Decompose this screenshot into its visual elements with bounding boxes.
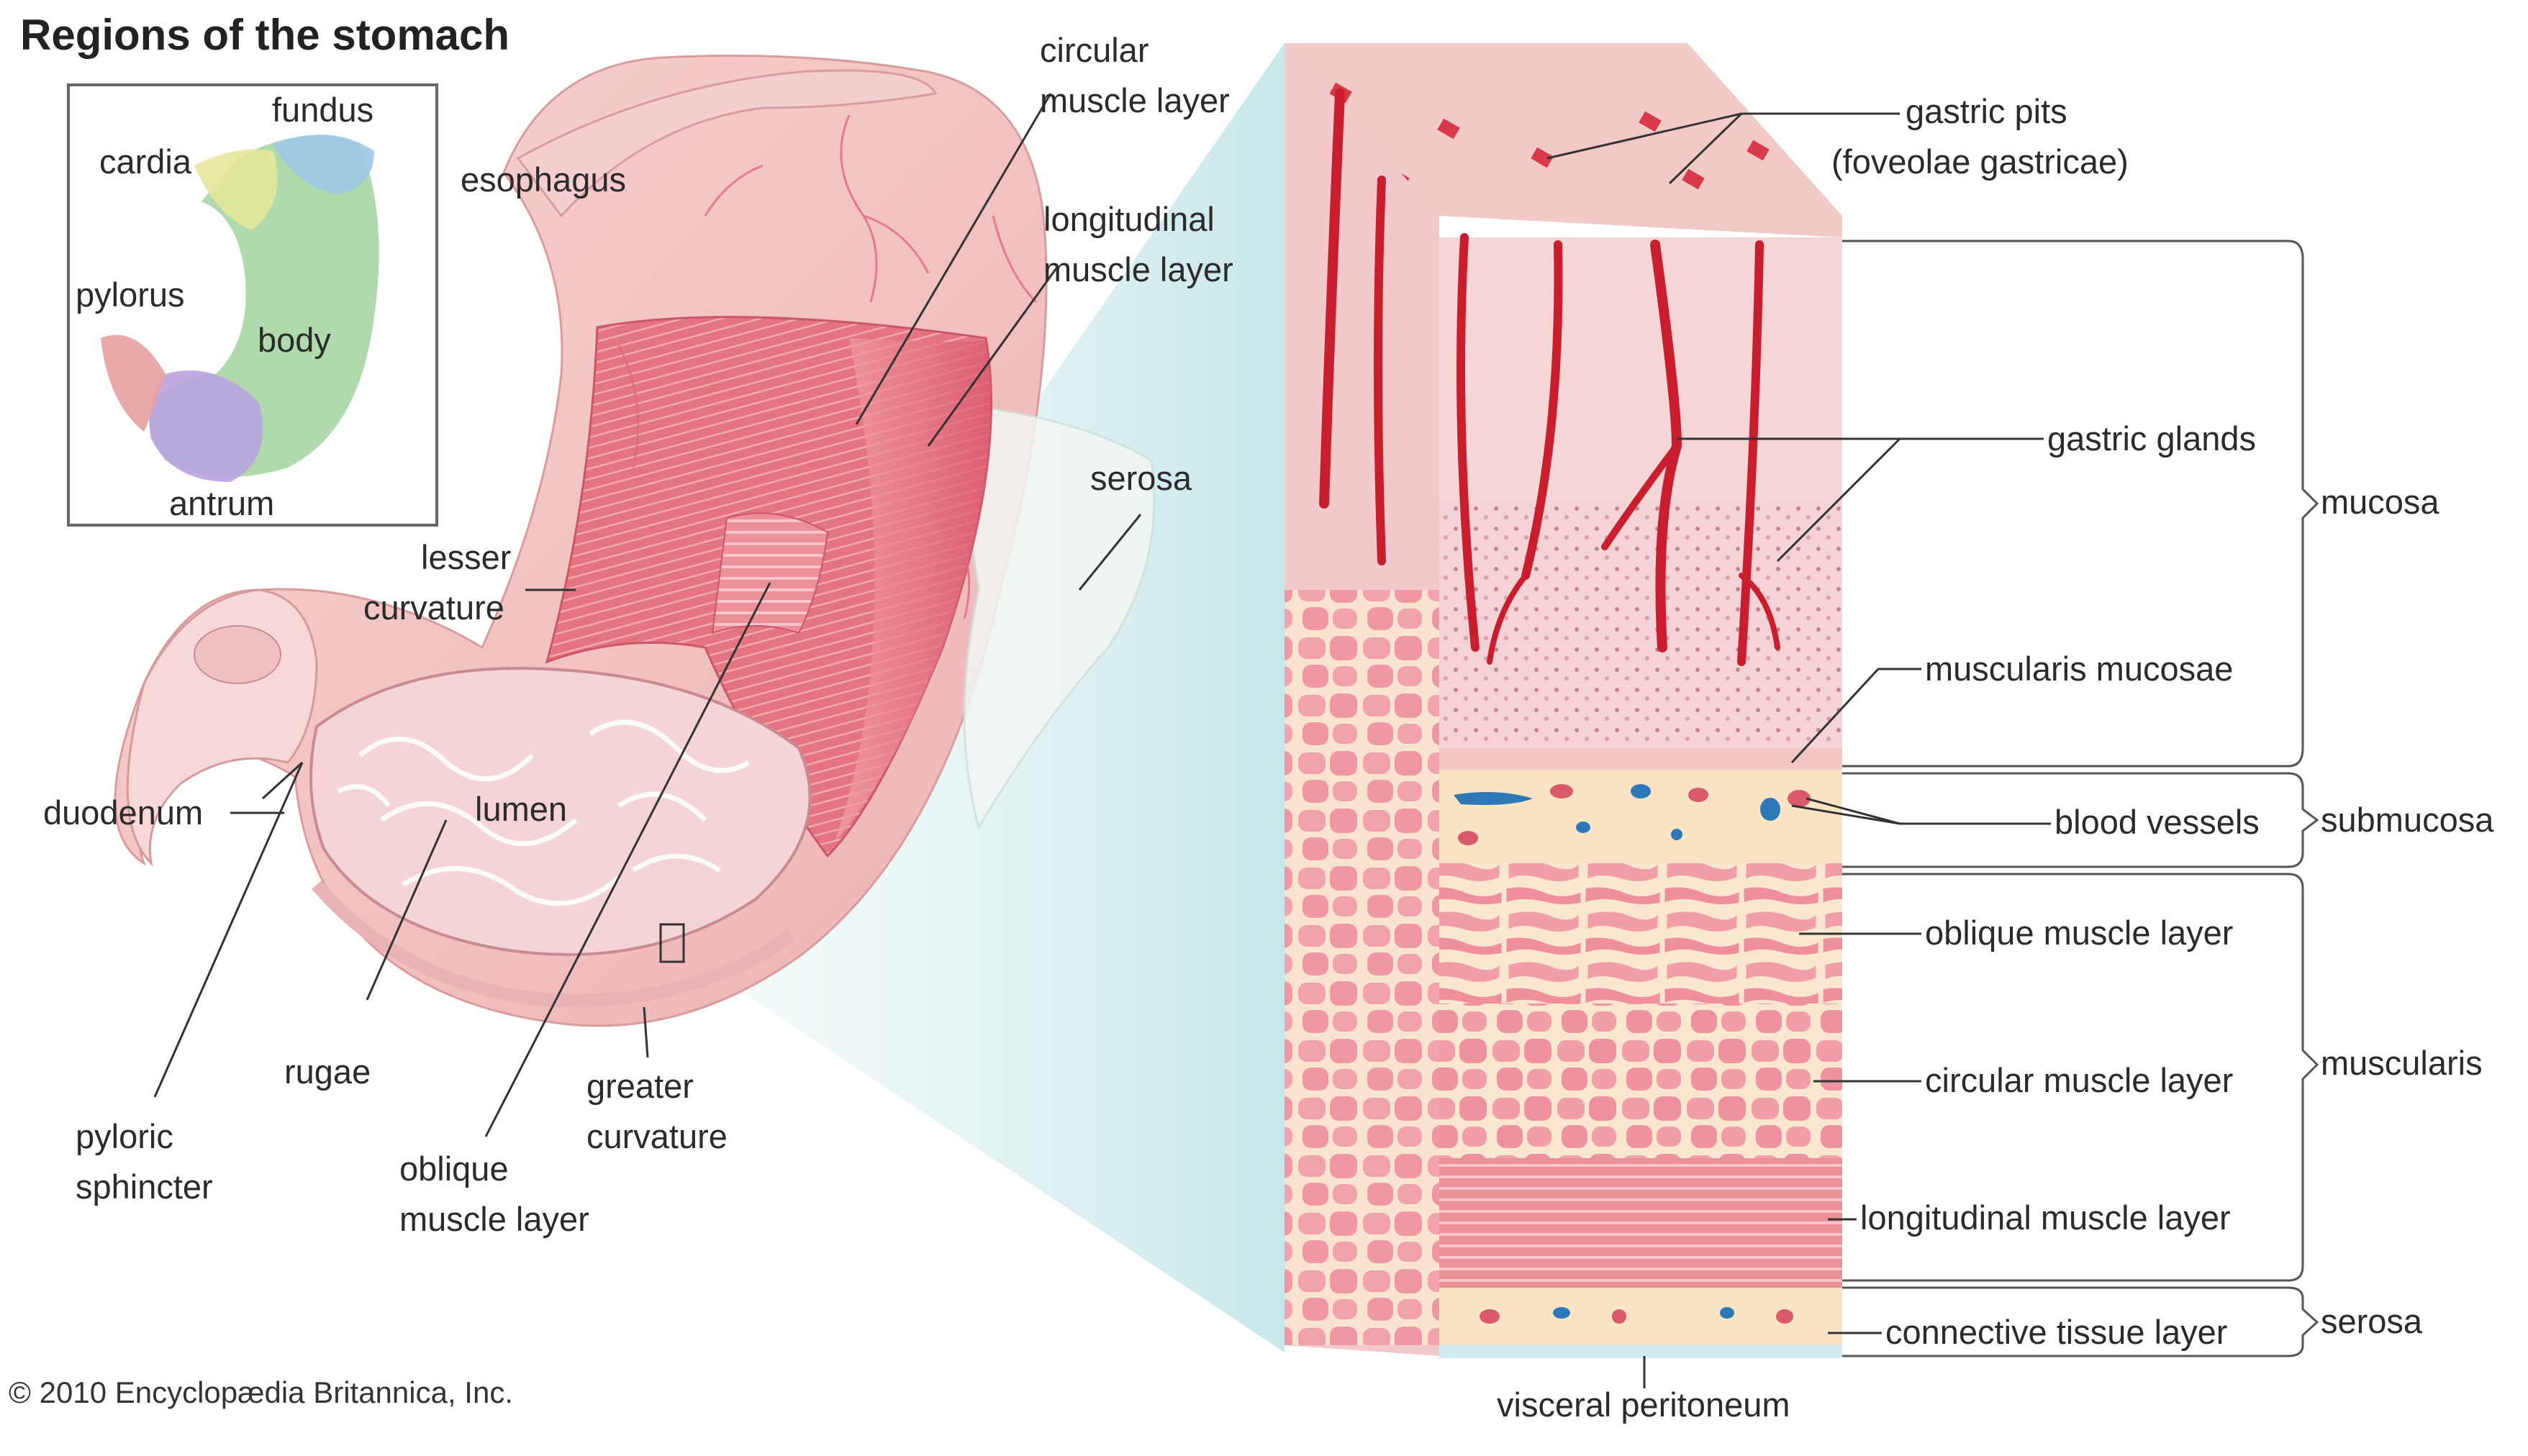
label-longitudinal-muscle-1: longitudinal (1043, 200, 1215, 238)
group-label-muscularis: muscularis (2321, 1044, 2483, 1082)
copyright-notice: © 2010 Encyclopædia Britannica, Inc. (9, 1375, 513, 1409)
group-label-submucosa: submucosa (2321, 801, 2494, 839)
label-muscularis-mucosae: muscularis mucosae (1925, 650, 2234, 688)
label-pyloric-sphincter-2: sphincter (76, 1168, 213, 1206)
surface-vessels (617, 114, 1038, 619)
leader-lines (153, 93, 2051, 1388)
diagram-title: Regions of the stomach (20, 11, 510, 59)
label-lesser-curvature-2: curvature (363, 588, 504, 627)
esophagus-tube (516, 69, 938, 218)
label-pyloric-sphincter-1: pyloric (76, 1117, 173, 1155)
gland-bases (1439, 504, 1842, 770)
connective-tissue-face (1439, 1288, 1842, 1345)
label-longitudinal-muscle-layer: longitudinal muscle layer (1860, 1198, 2231, 1237)
brackets (1842, 240, 2319, 1357)
circular-muscle-face (1439, 1004, 1842, 1158)
label-duodenum: duodenum (43, 793, 204, 832)
block-top (1285, 43, 1842, 237)
serosa-flap (948, 401, 1156, 830)
label-greater-curvature-1: greater (586, 1067, 694, 1105)
oblique-patch (711, 512, 829, 634)
label-visceral-peritoneum: visceral peritoneum (1497, 1386, 1790, 1424)
lumen-opening (309, 667, 812, 956)
vessels-red (1458, 784, 1811, 845)
greater-curvature-rim (312, 881, 796, 1007)
label-circular-muscle-2: muscle layer (1040, 81, 1230, 119)
label-esophagus: esophagus (461, 160, 626, 199)
label-serosa-stomach: serosa (1090, 459, 1192, 497)
label-oblique-muscle-1: oblique (399, 1150, 509, 1188)
inset-stomach (101, 135, 379, 482)
label-circular-muscle-layer: circular muscle layer (1925, 1061, 2234, 1099)
label-oblique-muscle-2: muscle layer (399, 1200, 589, 1238)
vessels-blue (1454, 784, 1780, 840)
pylorus-opening (194, 625, 281, 684)
group-label-mucosa: mucosa (2321, 483, 2439, 521)
inset-label-cardia: cardia (99, 142, 192, 181)
inset-label-body: body (258, 321, 331, 359)
label-blood-vessels: blood vessels (2054, 803, 2260, 841)
label-lumen: lumen (475, 790, 568, 828)
longitudinal-muscle-face (1439, 1158, 1842, 1288)
label-longitudinal-muscle-2: muscle layer (1043, 250, 1233, 288)
label-connective-tissue-layer: connective tissue layer (1885, 1313, 2228, 1351)
label-circular-muscle-1: circular (1040, 31, 1149, 69)
connective-vessels (1480, 1307, 1793, 1324)
longitudinal-band (835, 338, 992, 842)
inset-label-pylorus: pylorus (76, 276, 185, 314)
label-gastric-glands: gastric glands (2047, 419, 2256, 458)
inset-label-antrum: antrum (169, 484, 275, 522)
visceral-peritoneum-band (1439, 1345, 1842, 1358)
label-gastric-pits-2: (foveolae gastricae) (1831, 142, 2129, 181)
oblique-muscle-face (1439, 863, 1842, 1004)
label-gastric-pits-1: gastric pits (1906, 92, 2067, 130)
label-lesser-curvature-1: lesser (421, 538, 512, 576)
label-oblique-muscle-layer: oblique muscle layer (1925, 914, 2234, 952)
label-greater-curvature-2: curvature (586, 1117, 728, 1155)
label-rugae: rugae (284, 1052, 371, 1091)
side-muscle (1285, 590, 1439, 1345)
muscularis-mucosae-band (1439, 748, 1842, 770)
inset-label-fundus: fundus (272, 91, 374, 129)
tissue-block (1285, 43, 1842, 1358)
submucosa-face (1439, 770, 1842, 863)
zoom-box (659, 923, 685, 963)
gastric-gland-strokes (1319, 88, 1780, 666)
group-label-serosa: serosa (2321, 1302, 2423, 1340)
